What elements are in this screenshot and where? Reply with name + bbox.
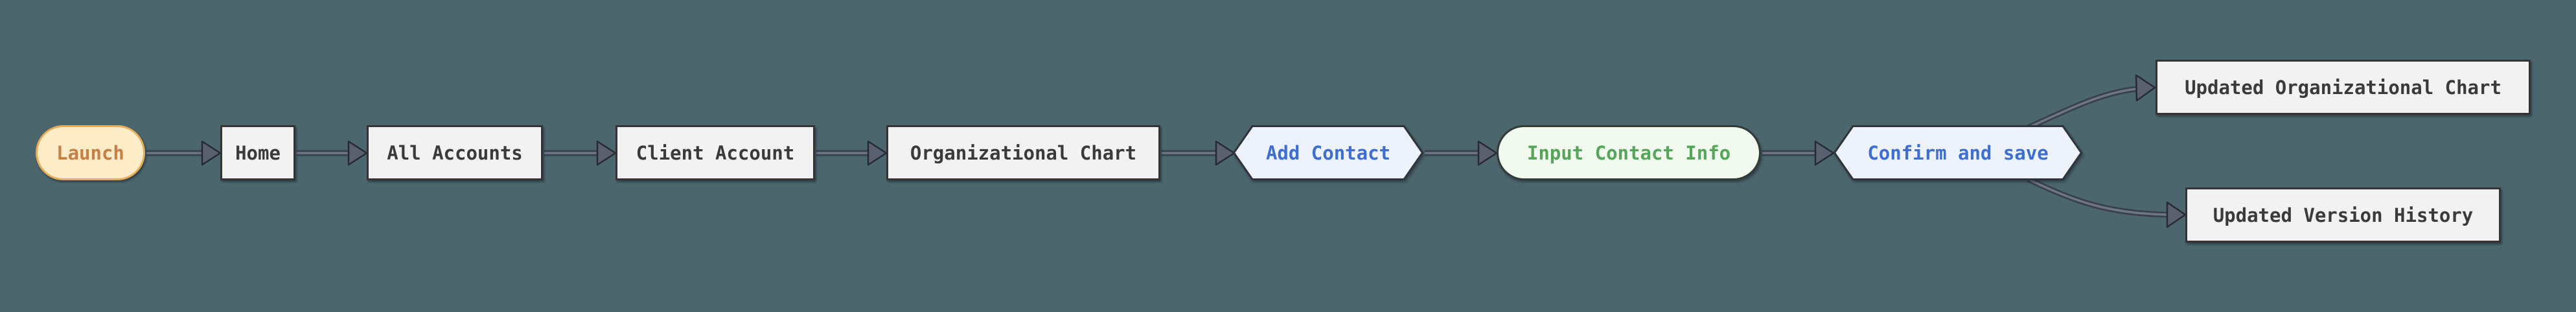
node-launch-label: Launch bbox=[56, 141, 124, 164]
edge-organizational-chart-add-contact bbox=[1162, 140, 1236, 166]
edge-confirm-updated-org-chart bbox=[2027, 74, 2156, 131]
edge-home-all-accounts bbox=[297, 140, 368, 166]
node-client-account: Client Account bbox=[615, 125, 815, 180]
node-all-accounts-label: All Accounts bbox=[387, 141, 523, 164]
node-updated-org-chart-label: Updated Organizational Chart bbox=[2185, 76, 2501, 99]
node-confirm-and-save-label: Confirm and save bbox=[1867, 141, 2049, 164]
hexagon-shape bbox=[1233, 125, 1423, 180]
node-updated-org-chart: Updated Organizational Chart bbox=[2156, 60, 2531, 115]
node-updated-version-history-label: Updated Version History bbox=[2213, 204, 2474, 226]
node-input-contact-info: Input Contact Info bbox=[1497, 125, 1761, 180]
node-home: Home bbox=[220, 125, 295, 180]
node-add-contact: Add Contact bbox=[1233, 125, 1423, 180]
edge-all-accounts-client-account bbox=[544, 140, 617, 166]
node-launch: Launch bbox=[36, 125, 145, 180]
edge-add-contact-input-contact-info bbox=[1425, 140, 1498, 166]
hexagon-shape bbox=[1834, 125, 2082, 180]
node-updated-version-history: Updated Version History bbox=[2185, 187, 2501, 243]
node-confirm-and-save: Confirm and save bbox=[1834, 125, 2082, 180]
edge-launch-home bbox=[146, 140, 222, 166]
edge-confirm-updated-version-history bbox=[2027, 176, 2187, 228]
node-input-contact-info-label: Input Contact Info bbox=[1526, 141, 1731, 164]
node-organizational-chart: Organizational Chart bbox=[886, 125, 1160, 180]
node-add-contact-label: Add Contact bbox=[1265, 141, 1391, 164]
node-organizational-chart-label: Organizational Chart bbox=[910, 141, 1137, 164]
node-client-account-label: Client Account bbox=[636, 141, 795, 164]
node-all-accounts: All Accounts bbox=[367, 125, 543, 180]
edge-client-account-organizational-chart bbox=[816, 140, 888, 166]
edge-input-contact-info-confirm-and-save bbox=[1762, 140, 1835, 166]
node-home-label: Home bbox=[235, 141, 281, 164]
